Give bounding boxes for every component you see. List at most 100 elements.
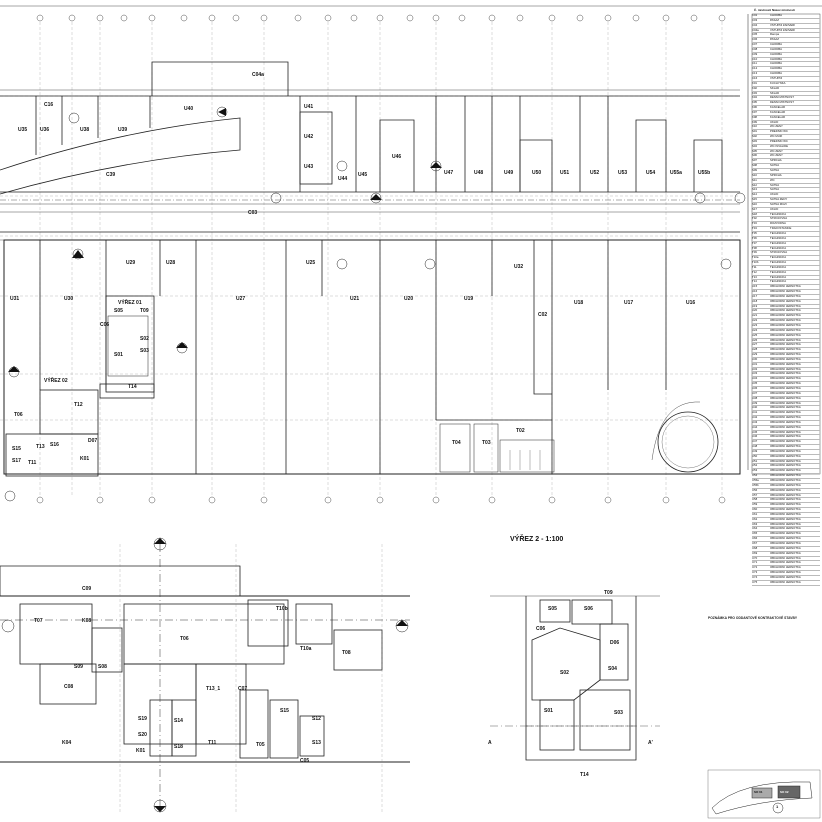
- room-code: U30: [752, 357, 758, 361]
- room-name: OBCHODNÍ JEDNOTKA: [770, 309, 801, 313]
- room-code: U40: [752, 406, 758, 410]
- room-code: U19: [752, 304, 758, 308]
- room-code: U27: [752, 343, 758, 347]
- room-code: U60: [752, 508, 758, 512]
- room-label: S02: [560, 670, 569, 676]
- room-label: S15: [12, 446, 21, 452]
- room-label: U40: [184, 106, 194, 112]
- detail-2-plan: [490, 595, 660, 761]
- room-name: TECHNICKÁ: [770, 241, 787, 245]
- room-name: OBCHODNÍ JEDNOTKA: [770, 406, 801, 410]
- room-label: S09: [74, 664, 83, 670]
- room-name: OBCHODNÍ JEDNOTKA: [770, 445, 801, 449]
- room-code: U47: [752, 440, 758, 444]
- room-name: OBCHODNÍ JEDNOTKA: [770, 314, 801, 318]
- room-label: U43: [304, 164, 314, 170]
- room-code: U68: [752, 546, 758, 550]
- room-label: S13: [312, 740, 321, 746]
- room-name: OBCHODNÍ JEDNOTKA: [770, 420, 801, 424]
- room-name: ÚKLID: [770, 207, 779, 211]
- room-label: S20: [138, 732, 147, 738]
- room-name: PASÁŽ: [770, 18, 779, 22]
- room-name: VSTUPNÍ ZÁDVEŘÍ: [770, 23, 796, 27]
- room-code: U18: [752, 299, 758, 303]
- room-label: S05: [548, 606, 557, 612]
- room-name: OBCHODNÍ JEDNOTKA: [770, 498, 801, 502]
- room-code: U17: [752, 294, 758, 298]
- upper-units: [0, 61, 740, 195]
- room-code: S18: [752, 212, 757, 216]
- bottom-plan: [0, 537, 410, 813]
- room-label: U46: [392, 154, 402, 160]
- table-row: K04 DENNÍ MÍSTNOST: [752, 96, 820, 102]
- room-label: S03: [614, 710, 623, 716]
- room-name: OBCHODNÍ JEDNOTKA: [770, 474, 801, 478]
- table-header-name: Název místnosti: [772, 8, 795, 12]
- room-label: T13: [36, 444, 45, 450]
- table-row: S17 ÚKLID: [752, 208, 820, 213]
- room-label: U31: [10, 296, 20, 302]
- room-name: WC INVALIDÉ: [770, 144, 788, 148]
- room-label: U53: [618, 170, 628, 176]
- room-code: S01: [752, 130, 757, 134]
- room-label: U20: [404, 296, 414, 302]
- room-code: U39: [752, 401, 758, 405]
- room-name: CHODBA: [770, 62, 782, 66]
- room-code: U65: [752, 532, 758, 536]
- room-code: S02: [752, 135, 757, 139]
- room-code: S15: [752, 198, 757, 202]
- room-label: S01: [114, 352, 123, 358]
- room-label: S02: [140, 336, 149, 342]
- axis-label: A: [488, 740, 492, 746]
- room-name: WC MUŽI: [770, 135, 783, 139]
- room-code: S06: [752, 154, 757, 158]
- room-name: OBCHODNÍ JEDNOTKA: [770, 382, 801, 386]
- room-name: OBCHODNÍ JEDNOTKA: [770, 338, 801, 342]
- room-name: DENNÍ MÍSTNOST: [770, 96, 794, 100]
- room-name: KANCELÁŘ: [770, 106, 786, 110]
- room-code: K06: [752, 106, 757, 110]
- detail-title: VÝŘEZ 2 - 1:100: [510, 536, 564, 543]
- room-label: K01: [136, 748, 146, 754]
- site-label: SO 01: [754, 790, 763, 794]
- room-code: K04: [752, 96, 757, 100]
- room-name: OBCHODNÍ JEDNOTKA: [770, 362, 801, 366]
- room-label: U38: [80, 127, 90, 133]
- room-name: ŠATNA: [770, 188, 780, 192]
- room-name: SPRCHA: [770, 159, 782, 163]
- lower-units: [3, 239, 741, 477]
- room-code: U29: [752, 353, 758, 357]
- table-header-code: Č. místnosti: [754, 8, 772, 12]
- room-code: U48: [752, 445, 758, 449]
- room-code: K09: [752, 120, 757, 124]
- room-name: OBCHODNÍ JEDNOTKA: [770, 459, 801, 463]
- room-code: T14: [752, 280, 757, 284]
- room-name: OBCHODNÍ JEDNOTKA: [770, 479, 801, 482]
- room-code: S17: [752, 207, 757, 211]
- room-label: T13_1: [206, 686, 221, 692]
- room-label: T09: [604, 590, 613, 596]
- room-code: U37: [752, 391, 758, 395]
- room-label: U21: [350, 296, 360, 302]
